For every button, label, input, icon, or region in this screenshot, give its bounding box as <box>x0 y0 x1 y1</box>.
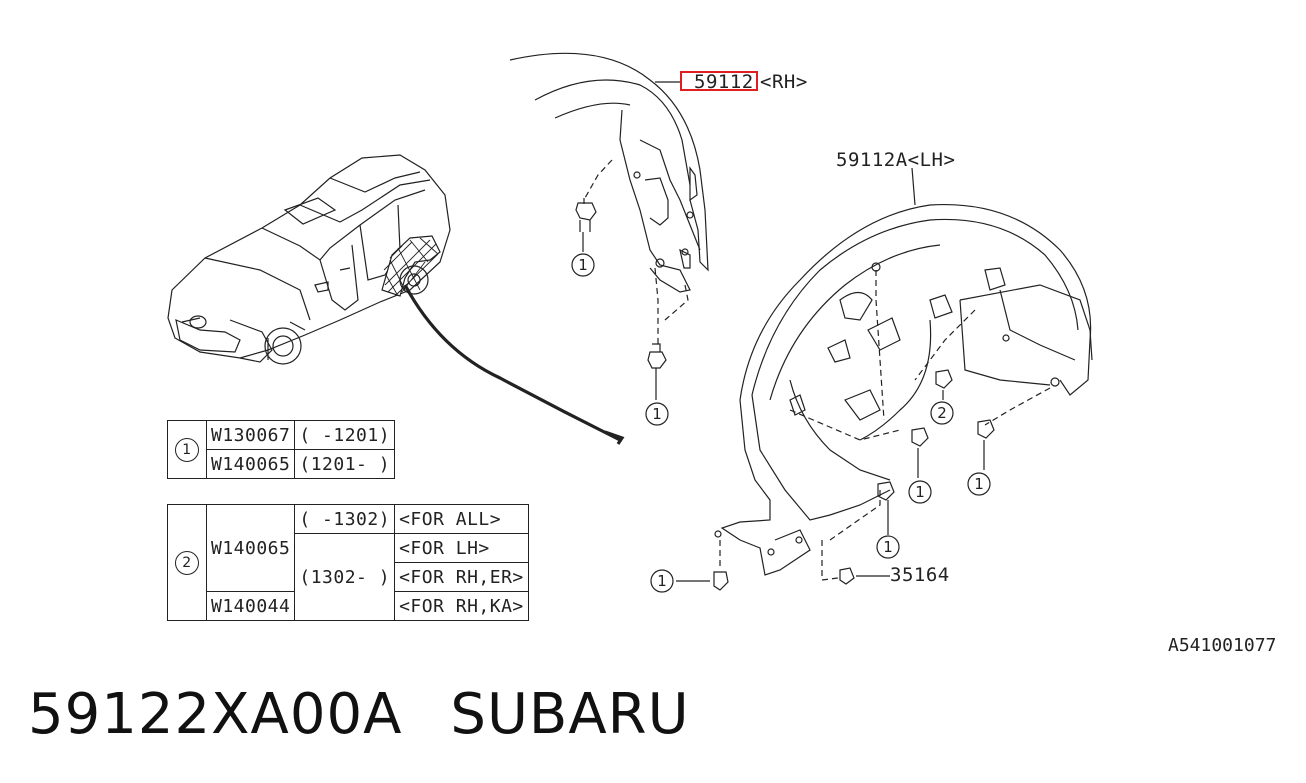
callout-1: 1 <box>652 405 662 423</box>
table-row: (1302- ) <FOR LH> <box>168 533 529 621</box>
car-illustration <box>167 154 625 445</box>
table-range-cell: (1302- ) <box>294 533 396 621</box>
table-app-cell: <FOR ALL> <box>394 504 529 534</box>
callout-1: 1 <box>915 483 925 501</box>
lh-fender-liner <box>676 167 1093 591</box>
part-number-title: 59122XA00A <box>28 682 403 747</box>
table-row: W140044 <FOR RH,KA> <box>168 591 529 621</box>
table-app-cell: <FOR LH> <box>394 533 529 563</box>
table-part-cell[interactable]: W140044 <box>205 591 296 621</box>
rh-fender-liner <box>509 52 709 400</box>
table-range-cell: (1201- ) <box>294 449 396 479</box>
table-app-cell: <FOR RH,ER> <box>394 562 529 592</box>
callout-1: 1 <box>883 538 893 556</box>
callout-1: 1 <box>578 256 588 274</box>
rh-part-number[interactable]: 59112 <box>694 71 754 93</box>
rh-side-label: <RH> <box>760 71 808 93</box>
page-title: 59122XA00A SUBARU <box>28 682 690 747</box>
rh-part-highlight <box>680 71 758 91</box>
table-row: W140065 (1201- ) <box>168 449 396 479</box>
table-range-cell: ( -1201) <box>294 420 396 450</box>
table-range-cell: ( -1302) <box>294 504 396 534</box>
callout-1: 1 <box>974 475 984 493</box>
brand-name: SUBARU <box>450 682 690 747</box>
parts-table-2: 2 W140065 ( -1302) <FOR ALL> (1302- ) <F… <box>167 504 529 621</box>
clip-part-label[interactable]: 35164 <box>890 564 950 586</box>
table-key-cell: 1 <box>167 420 207 479</box>
table-part-cell[interactable]: W140065 <box>205 504 296 592</box>
callout-2: 2 <box>937 404 947 422</box>
callout-2: 2 <box>175 550 199 575</box>
lh-part-label[interactable]: 59112A<LH> <box>836 149 955 171</box>
table-row: 2 W140065 ( -1302) <FOR ALL> <box>167 504 529 621</box>
table-part-cell[interactable]: W130067 <box>205 420 296 450</box>
table-row: 1 W130067 ( -1201) <box>167 420 396 479</box>
callout-1: 1 <box>175 437 199 462</box>
callout-1: 1 <box>657 572 667 590</box>
table-row: <FOR RH,ER> <box>168 562 529 592</box>
table-app-cell: <FOR RH,KA> <box>394 591 529 621</box>
table-part-cell[interactable]: W140065 <box>205 449 296 479</box>
diagram-code: A541001077 <box>1168 635 1277 656</box>
table-key-cell: 2 <box>167 504 207 621</box>
parts-table-1: 1 W130067 ( -1201) W140065 (1201- ) <box>167 420 396 479</box>
callouts: 1 1 2 1 1 1 1 <box>571 253 991 593</box>
